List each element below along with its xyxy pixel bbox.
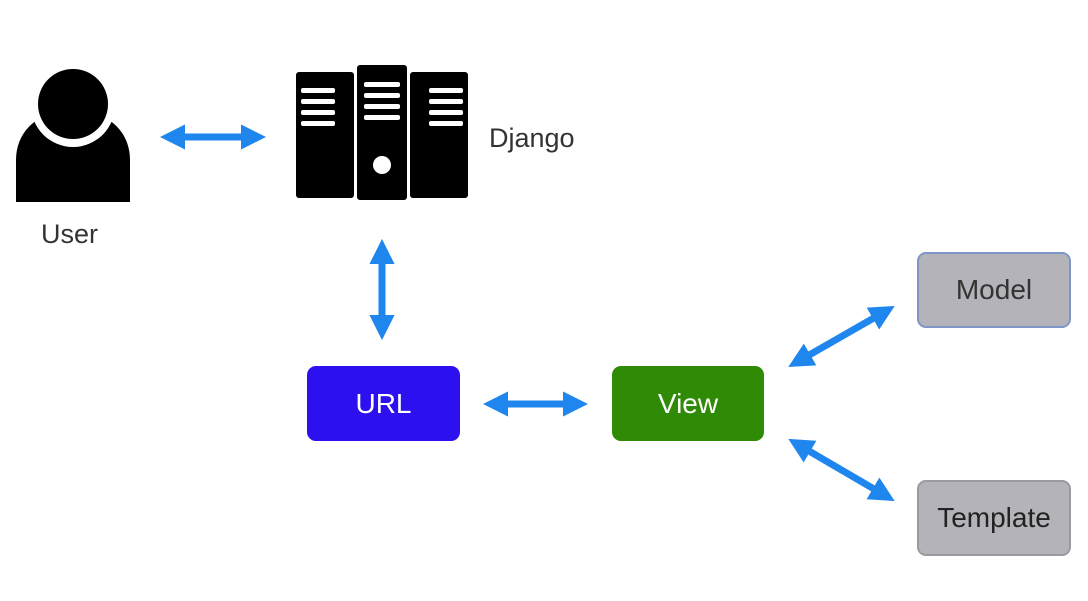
view-label: View: [657, 387, 719, 419]
arrow-view-model: [788, 305, 895, 368]
user-icon: [16, 63, 130, 202]
url-label: URL: [355, 387, 412, 419]
template-box: Template: [917, 480, 1071, 556]
model-label: Model: [955, 274, 1033, 305]
server-icon: [296, 65, 468, 200]
url-box: URL: [307, 366, 460, 441]
django-label: Django: [489, 123, 575, 153]
arrow-view-template: [788, 438, 895, 502]
user-label: User: [41, 219, 99, 249]
template-label: Template: [937, 502, 1051, 533]
view-box: View: [612, 366, 764, 441]
model-box: Model: [917, 252, 1071, 328]
